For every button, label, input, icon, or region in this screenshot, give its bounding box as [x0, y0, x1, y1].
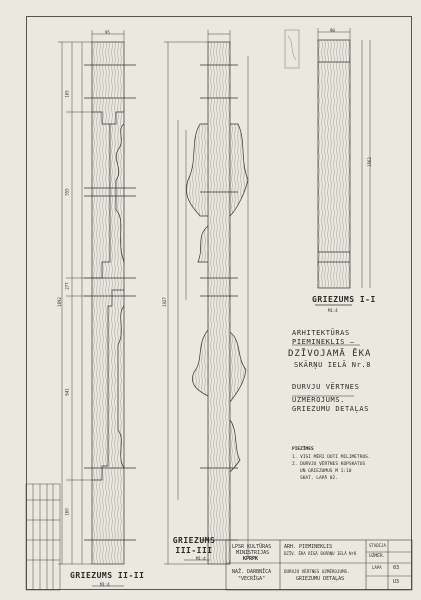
section-ii-ii — [84, 41, 136, 565]
section-scale-ii: M1:4 — [100, 582, 110, 587]
dim-top: 95 — [105, 30, 110, 35]
note-1: 1. VISI MĒRI DOTI MILIMETROS. — [292, 455, 371, 460]
section-label-i: GRIEZUMS I-I — [312, 295, 376, 304]
section-iii-iii — [186, 41, 249, 565]
dim-i1: 1562 — [366, 157, 372, 167]
tb-stadija-label: STADIJA — [369, 543, 386, 548]
dimensions-right — [317, 28, 371, 288]
tb-org-1: LPSR KULTŪRAS — [232, 544, 272, 550]
dim-d2: 555 — [64, 188, 70, 196]
section-label-iii: GRIEZUMS III-III — [172, 536, 216, 555]
tb-object-1: ARH. PIEMINEKLIS — [284, 544, 333, 550]
dimensions-middle — [164, 30, 249, 565]
side-stamp-table — [25, 483, 61, 591]
tb-dept-1: NAŽ. DARBNĪCA — [232, 569, 272, 575]
tb-dept-2: "VECRĪGA" — [238, 576, 266, 582]
dim-d4: 641 — [64, 388, 70, 396]
tb-sheet-title-1: DURVJU VĒRTNES UZMĒROJUMS. — [284, 569, 350, 574]
section-i-i — [317, 39, 351, 289]
note-2: 2. DURVJU VĒRTNES KOPSKATUS — [292, 462, 366, 467]
stamp-box — [284, 29, 300, 69]
dim-i2: 90 — [330, 28, 335, 33]
tb-sheet-number: 03 — [393, 565, 400, 571]
subheading-line-2: UZMĒROJUMS. — [292, 396, 345, 404]
notes-title: PIEZĪMES — [292, 447, 314, 452]
section-scale-i: M1:4 — [328, 308, 338, 313]
title-block-grid — [225, 539, 413, 591]
subheading-line-3: GRIEZUMU DETAĻAS — [292, 405, 370, 413]
tb-lapa-label: LAPA — [372, 565, 382, 570]
tb-org-3: KPRPK — [243, 556, 259, 562]
tb-object-2: DZĪV. ĒKA RĪGĀ SKĀRŅU IELĀ Nr8 — [284, 551, 357, 556]
heading-line-3: DZĪVOJAMĀ ĒKA — [288, 349, 372, 359]
dim-tot2: 1927 — [161, 297, 167, 307]
dim-total: 1892 — [56, 297, 62, 307]
heading-line-2: PIEMINEKLIS — — [292, 338, 355, 346]
heading-line-4: SKĀRŅU IELĀ Nr.8 — [294, 361, 372, 369]
tb-format: U3 — [393, 579, 400, 585]
section-label-ii: GRIEZUMS II-II — [70, 571, 145, 580]
heading-line-1: ARHITEKTŪRAS — [292, 329, 350, 337]
tb-stadija-value: UZMĒR. — [369, 554, 386, 559]
drawing-frame — [26, 16, 412, 590]
dim-d3: 277 — [64, 282, 70, 290]
tb-org-2: MINISTRIJAS — [236, 550, 270, 556]
dimensions-left — [58, 30, 125, 565]
subheading-line-1: DURVJU VĒRTNES — [292, 383, 360, 391]
dim-d5: 160 — [64, 508, 70, 516]
section-scale-iii: M1:4 — [196, 556, 206, 561]
note-4: SKAT. LAPĀ 02. — [300, 476, 338, 481]
dim-d1: 165 — [64, 90, 70, 98]
note-3: UN GRIEZUMUS M 1:10 — [300, 469, 352, 474]
tb-sheet-title-2: GRIEZUMU DETAĻAS — [296, 576, 345, 582]
